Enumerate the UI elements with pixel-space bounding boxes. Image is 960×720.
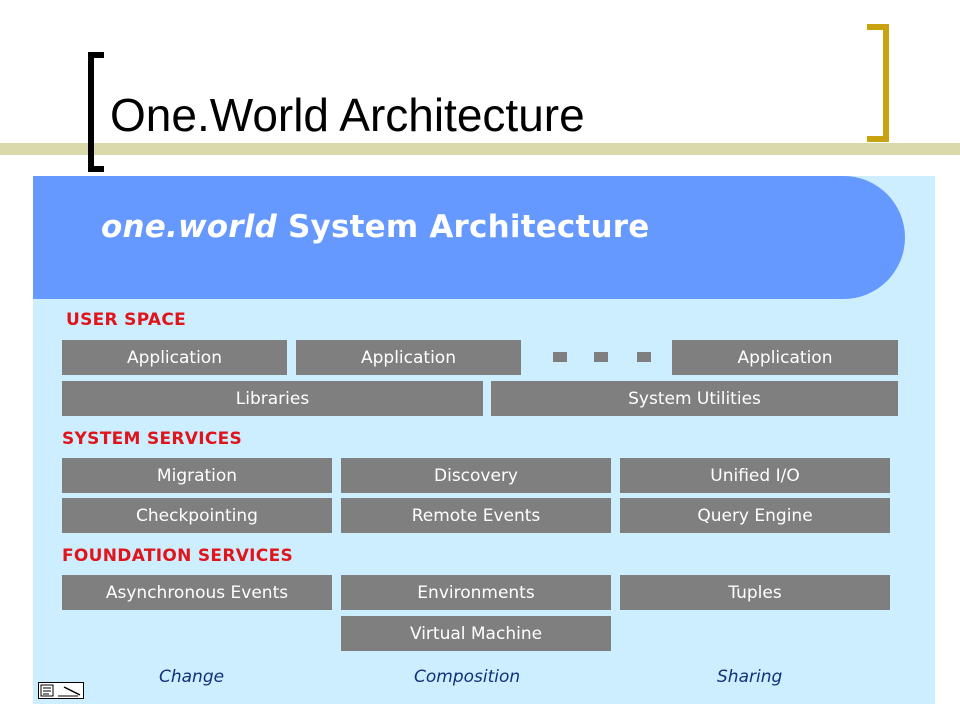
notes-icon[interactable] (38, 682, 84, 699)
diagram-title-brand: one.world (101, 209, 278, 245)
remote-events-box: Remote Events (341, 498, 611, 533)
user-space-heading: USER SPACE (66, 310, 187, 330)
slide-title: One.World Architecture (110, 89, 585, 141)
libraries-box: Libraries (62, 381, 483, 416)
diagram-banner: one.world System Architecture (33, 176, 905, 299)
footer-label-change: Change (159, 667, 225, 687)
diagram-title: one.world System Architecture (101, 209, 650, 245)
virtual-machine-box: Virtual Machine (341, 616, 611, 651)
migration-box: Migration (62, 458, 332, 493)
ellipsis-dot-1 (553, 352, 567, 362)
architecture-diagram: one.world System Architecture USER SPACE… (33, 176, 935, 704)
environments-box: Environments (341, 575, 611, 610)
system-utilities-box: System Utilities (491, 381, 898, 416)
asynchronous-events-box: Asynchronous Events (62, 575, 332, 610)
footer-label-composition: Composition (414, 667, 521, 687)
checkpointing-box: Checkpointing (62, 498, 332, 533)
discovery-box: Discovery (341, 458, 611, 493)
footer-label-sharing: Sharing (717, 667, 783, 687)
left-bracket-joint (88, 143, 94, 155)
right-bracket-decoration (867, 24, 889, 142)
foundation-services-heading: FOUNDATION SERVICES (62, 546, 294, 566)
diagram-title-rest: System Architecture (288, 209, 650, 245)
unified-io-box: Unified I/O (620, 458, 890, 493)
application-box-2: Application (296, 340, 521, 375)
ellipsis-dot-3 (637, 352, 651, 362)
query-engine-box: Query Engine (620, 498, 890, 533)
ellipsis-dot-2 (594, 352, 608, 362)
title-underline (0, 143, 960, 155)
left-bracket-decoration (88, 52, 104, 172)
application-box-1: Application (62, 340, 287, 375)
system-services-heading: SYSTEM SERVICES (62, 429, 243, 449)
tuples-box: Tuples (620, 575, 890, 610)
application-box-3: Application (672, 340, 898, 375)
